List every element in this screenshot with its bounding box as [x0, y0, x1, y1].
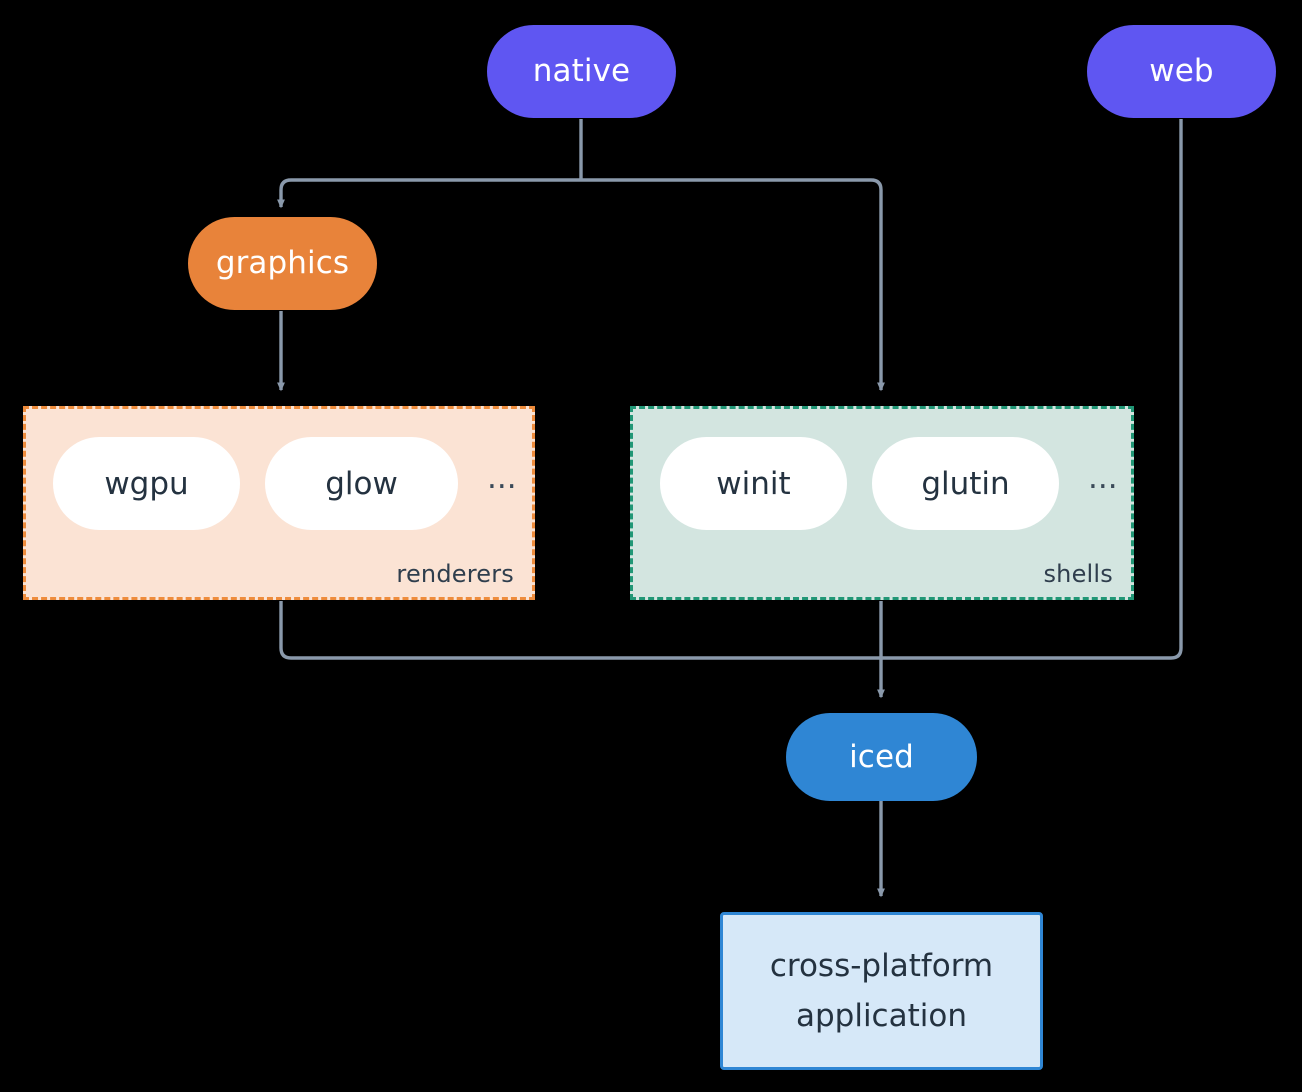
- node-web-label: web: [1149, 53, 1214, 90]
- shells-more-ellipsis: ...: [1088, 460, 1118, 496]
- group-shells: winit glutin ... shells: [630, 406, 1134, 600]
- leaf-glutin-label: glutin: [921, 465, 1010, 502]
- node-application-text: cross-platform application: [770, 941, 993, 1041]
- node-iced-label: iced: [849, 738, 914, 775]
- leaf-glutin[interactable]: glutin: [872, 437, 1059, 530]
- edge-native-to-graphics: [277, 178, 581, 209]
- group-renderers-label: renderers: [396, 560, 514, 588]
- leaf-wgpu-label: wgpu: [104, 465, 189, 502]
- group-shells-label: shells: [1043, 560, 1113, 588]
- node-application-line2: application: [795, 998, 967, 1034]
- leaf-winit[interactable]: winit: [660, 437, 847, 530]
- leaf-winit-label: winit: [716, 465, 791, 502]
- node-iced[interactable]: iced: [786, 713, 977, 801]
- group-renderers: wgpu glow ... renderers: [23, 406, 535, 600]
- leaf-glow-label: glow: [325, 465, 398, 502]
- edge-renderers-to-iced: [279, 601, 881, 660]
- leaf-glow[interactable]: glow: [265, 437, 458, 530]
- node-graphics-label: graphics: [215, 245, 350, 282]
- edge-native-to-shells: [581, 178, 885, 392]
- node-native[interactable]: native: [487, 25, 676, 118]
- node-application-line1: cross-platform: [769, 947, 994, 984]
- node-native-label: native: [532, 53, 631, 90]
- shells-item-list: winit glutin ...: [660, 437, 1118, 530]
- renderers-more-ellipsis: ...: [487, 460, 517, 496]
- node-web[interactable]: web: [1087, 25, 1276, 118]
- renderers-item-list: wgpu glow ...: [53, 437, 517, 530]
- node-application[interactable]: cross-platform application: [720, 912, 1043, 1070]
- leaf-wgpu[interactable]: wgpu: [53, 437, 240, 530]
- node-graphics[interactable]: graphics: [188, 217, 377, 310]
